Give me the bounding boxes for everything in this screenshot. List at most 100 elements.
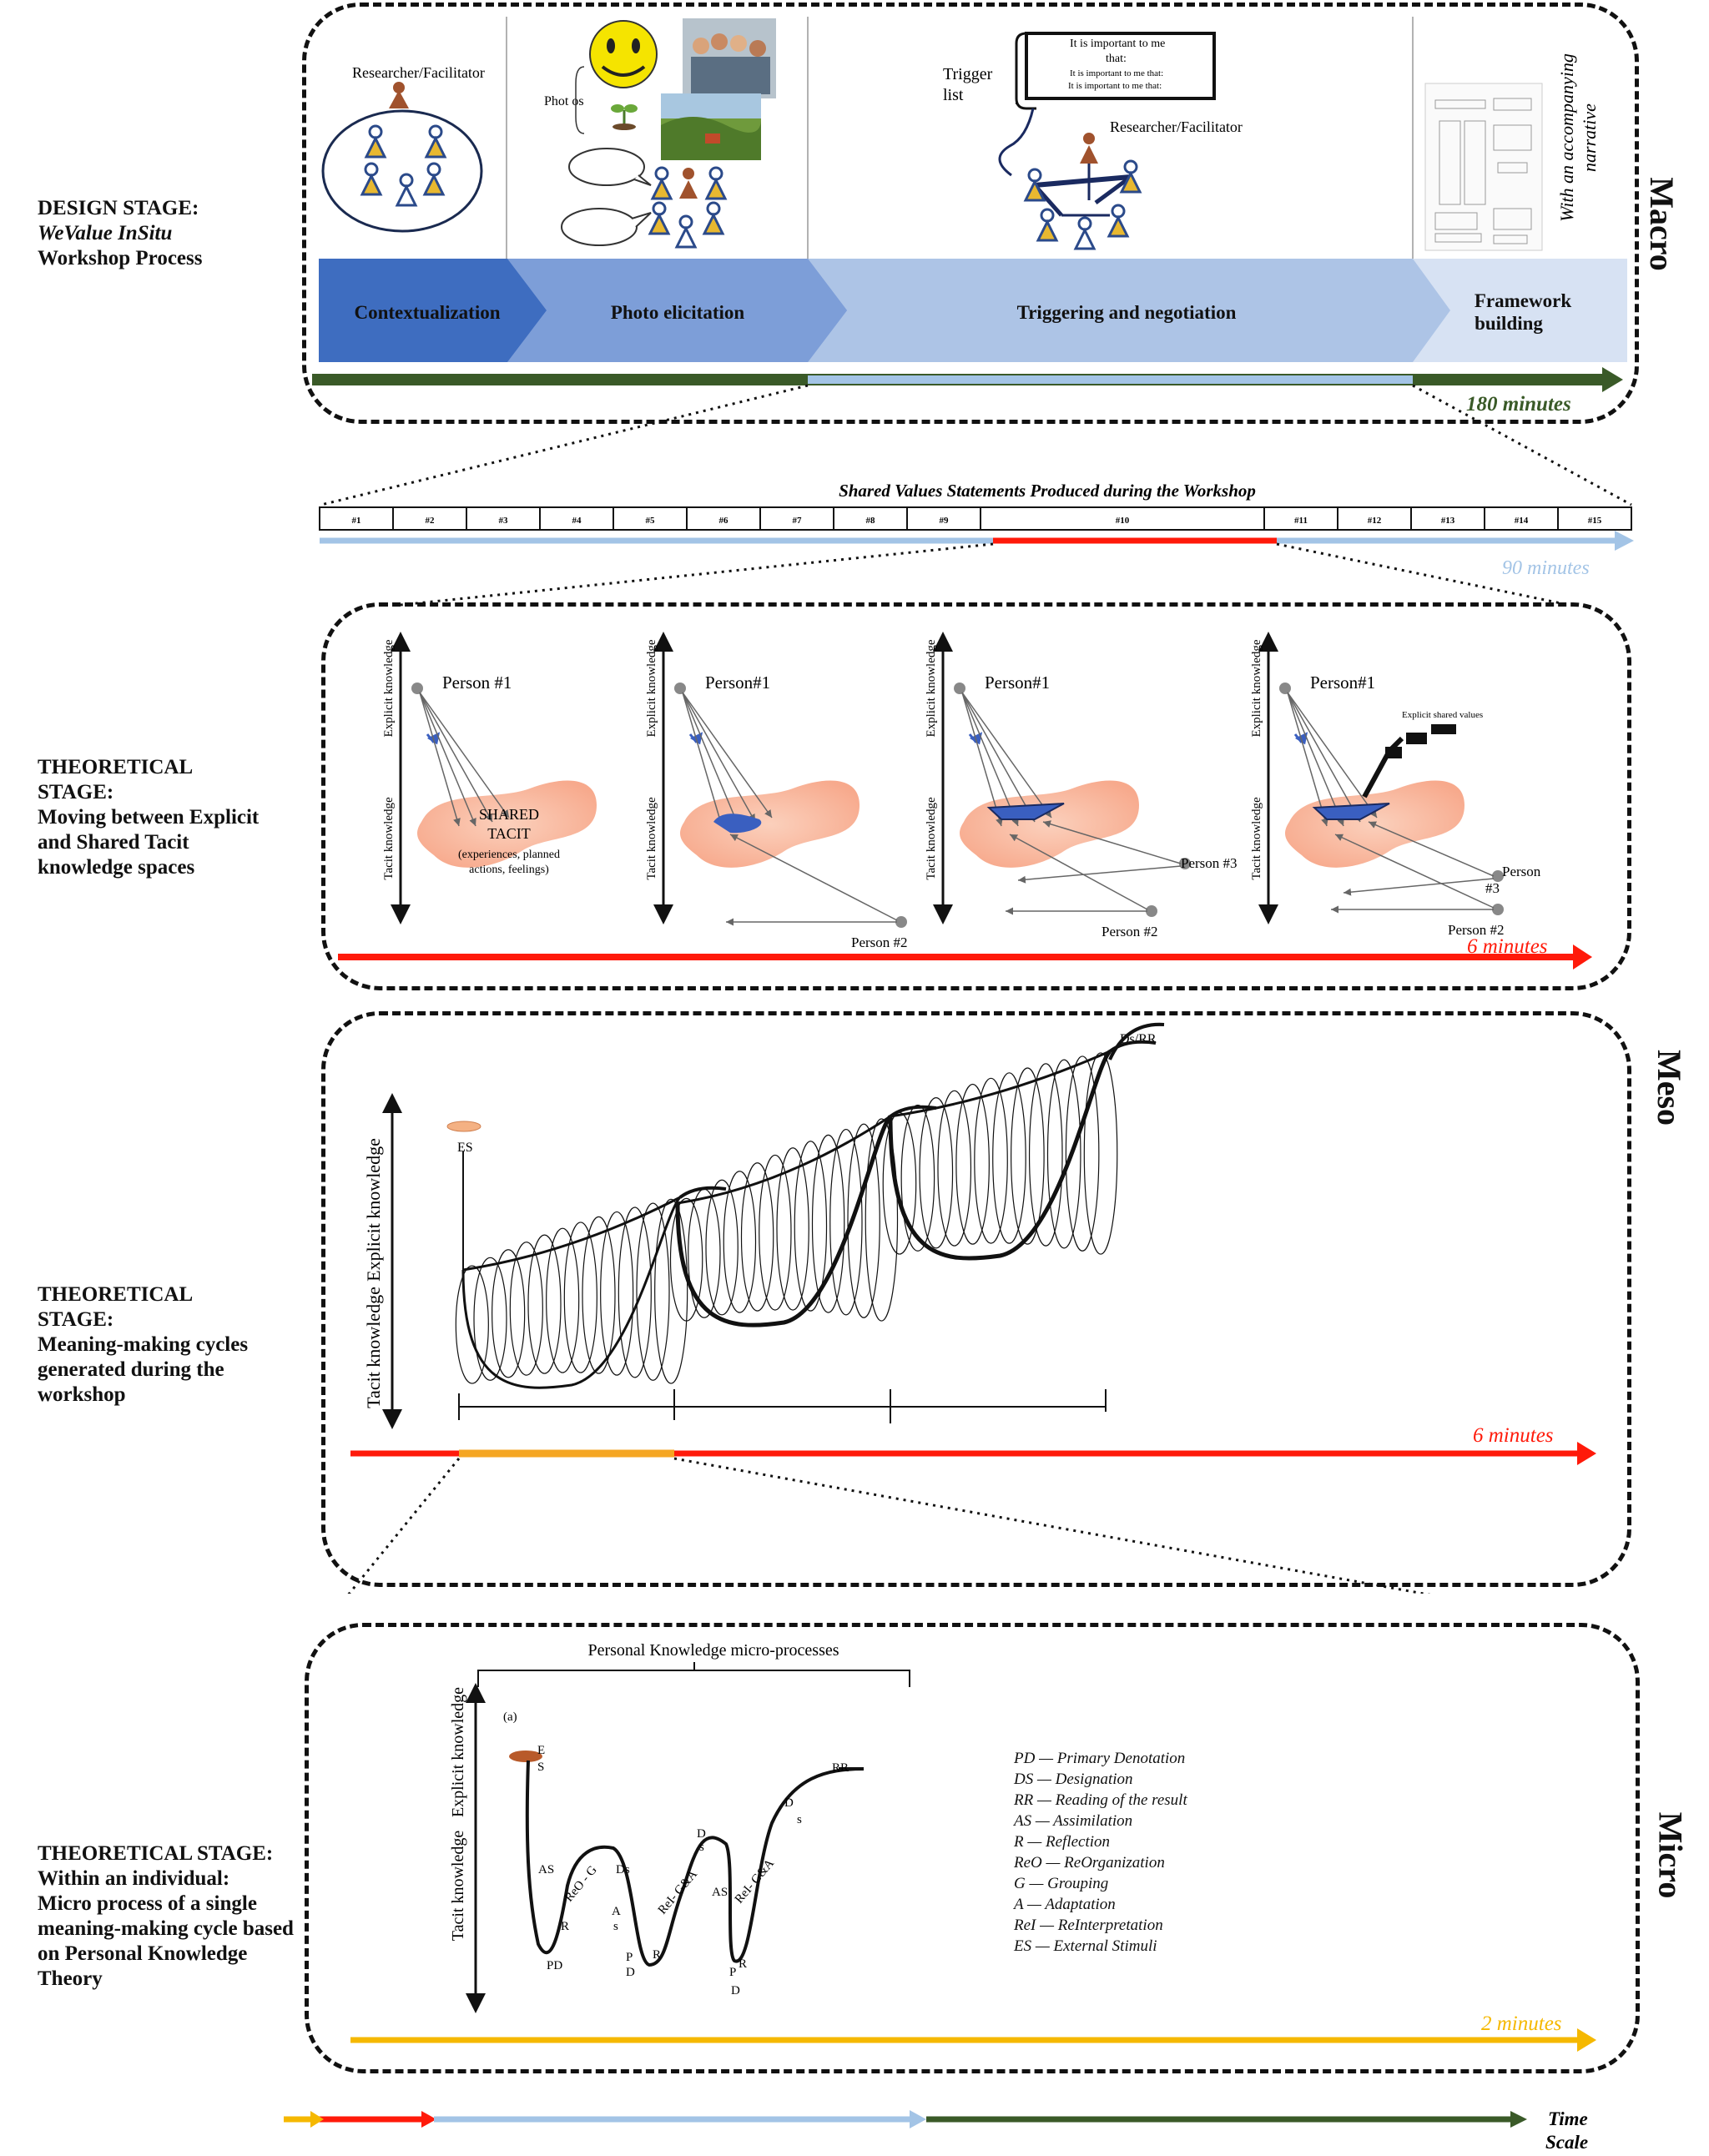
statement-cell-label: #5 (646, 516, 656, 526)
label-line: meaning-making cycle based (38, 1917, 294, 1940)
axis-tacit-label: Tacit knowledge (925, 797, 938, 880)
curve-label: A (612, 1905, 621, 1918)
scale-arrowhead (310, 2111, 324, 2128)
statement-cell (980, 506, 1265, 531)
speech-bubble-icon (568, 148, 652, 186)
framework-thumbnail-lines (1434, 98, 1532, 244)
cycle-top-curve (677, 1115, 891, 1205)
label-line: DESIGN STAGE: (38, 197, 199, 219)
shared-tacit-label: (experiences, planned (458, 849, 560, 861)
phase-triggering (808, 259, 1456, 362)
landscape-sky (661, 93, 761, 118)
axis-explicit-label: Explicit knowledge (449, 1687, 467, 1817)
cycle-hook (1108, 1040, 1157, 1053)
cycle-hatch (740, 1162, 774, 1312)
legend-item: ReI — ReInterpretation (1014, 1917, 1163, 1934)
person-node (1146, 905, 1157, 917)
statement-cell-label: #3 (499, 516, 509, 526)
participant-figure-icon (424, 124, 447, 159)
shared-tacit-label: TACIT (487, 825, 531, 842)
knowledge-arrow (1334, 834, 1495, 909)
micro-process-curve (525, 1760, 865, 1967)
trigger-arrow (998, 108, 1035, 177)
axis-tacit-label: Tacit knowledge (1250, 797, 1263, 880)
scale-arrowhead (910, 2110, 926, 2128)
speech-bubble-icon (561, 208, 652, 246)
cycle-hatch (919, 1097, 954, 1249)
smiley-icon (589, 20, 658, 88)
knowledge-arrow (419, 692, 476, 827)
label-line: STAGE: (38, 1308, 114, 1331)
curve-label: PD (547, 1959, 562, 1972)
phase-photo-front (507, 259, 847, 362)
participant-figure-icon (360, 162, 383, 196)
shared-tacit-blob (417, 780, 597, 868)
axis-tacit-label: Tacit knowledge (363, 1287, 384, 1408)
person-label: Person #2 (1448, 922, 1505, 938)
design-stage-label: DESIGN STAGE: WeValue InSitu Workshop Pr… (38, 196, 202, 271)
phase-label: Contextualization (354, 302, 500, 323)
label-line: Within an individual: (38, 1867, 230, 1890)
cycle-bottom-curve (461, 1196, 682, 1389)
cycle-hatch (974, 1077, 1008, 1244)
knowledge-arrow (1368, 821, 1495, 877)
label-line: Meaning-making cycles (38, 1333, 249, 1356)
axis-tacit-label: Tacit knowledge (645, 797, 658, 880)
panel-a-label: (a) (503, 1710, 517, 1724)
person-node (674, 683, 686, 694)
photos-brace (575, 66, 585, 134)
scroll-line: It is important to me that: (1070, 68, 1163, 78)
researcher-figure-icon (389, 82, 409, 108)
legend-item: DS — Designation (1014, 1771, 1133, 1788)
cycle-hatch (776, 1147, 809, 1311)
cycle-hatch (1083, 1052, 1118, 1255)
label-line: Theory (38, 1967, 103, 1990)
explicit-value-block (1431, 724, 1456, 734)
knowledge-arrow (1287, 692, 1361, 823)
label-line: generated during the (38, 1358, 224, 1381)
curve-label: E (537, 1744, 545, 1757)
cycle-bottom-curve (888, 1050, 1112, 1261)
axis-tacit-label: Tacit knowledge (382, 797, 396, 880)
statement-cell (1484, 506, 1559, 531)
cycle-hatch (1011, 1067, 1045, 1245)
curve-label: ReI- G&A (656, 1867, 700, 1917)
knowledge-arrow (961, 692, 1019, 827)
scale-arrowhead (1510, 2111, 1527, 2128)
duration-90: 90 minutes (1502, 557, 1590, 579)
label-line: THEORETICAL (38, 1283, 194, 1306)
statement-cell-label: #6 (719, 516, 729, 526)
landscape-house (705, 133, 720, 144)
duration-6b: 6 minutes (1473, 1424, 1554, 1447)
label-line: STAGE: (38, 781, 114, 803)
knowledge-arrow (682, 692, 739, 827)
phase-label: Photo elicitation (611, 302, 745, 323)
curve-label: s (613, 1920, 618, 1933)
statement-cell (613, 506, 688, 531)
label-line: Moving between Explicit (38, 806, 260, 829)
knowledge-arrow (682, 692, 756, 823)
cycle-hatch (900, 1104, 935, 1252)
cycle-hatch (1065, 1055, 1100, 1252)
statement-cell (539, 506, 614, 531)
curve-label: R (739, 1957, 747, 1971)
timeline-arrowhead (1573, 945, 1592, 970)
panel4-micro: Personal Knowledge micro-processes Expli… (350, 1641, 1596, 2052)
meso-explicit-tacit-panel (321, 602, 1631, 990)
cycle-hatch (600, 1211, 634, 1376)
person-label: Person #3 (1181, 855, 1238, 871)
statement-cell (1337, 506, 1412, 531)
cycle-hatch (473, 1257, 507, 1381)
knowledge-arrow (729, 834, 898, 921)
curve-label: Ds (616, 1863, 630, 1876)
person-node (1492, 870, 1504, 882)
person-label: Person#1 (1310, 672, 1375, 693)
scroll-icon (1015, 32, 1216, 110)
cycle-hatch (688, 1188, 721, 1318)
statement-cell-label: #12 (1368, 516, 1382, 526)
theoretical-stage-3-label: THEORETICAL STAGE: Within an individual:… (38, 1841, 294, 1992)
person-label: #3 (1485, 880, 1500, 896)
timeline-arrowhead (1615, 531, 1634, 551)
axis-explicit-label: Explicit knowledge (363, 1138, 384, 1282)
